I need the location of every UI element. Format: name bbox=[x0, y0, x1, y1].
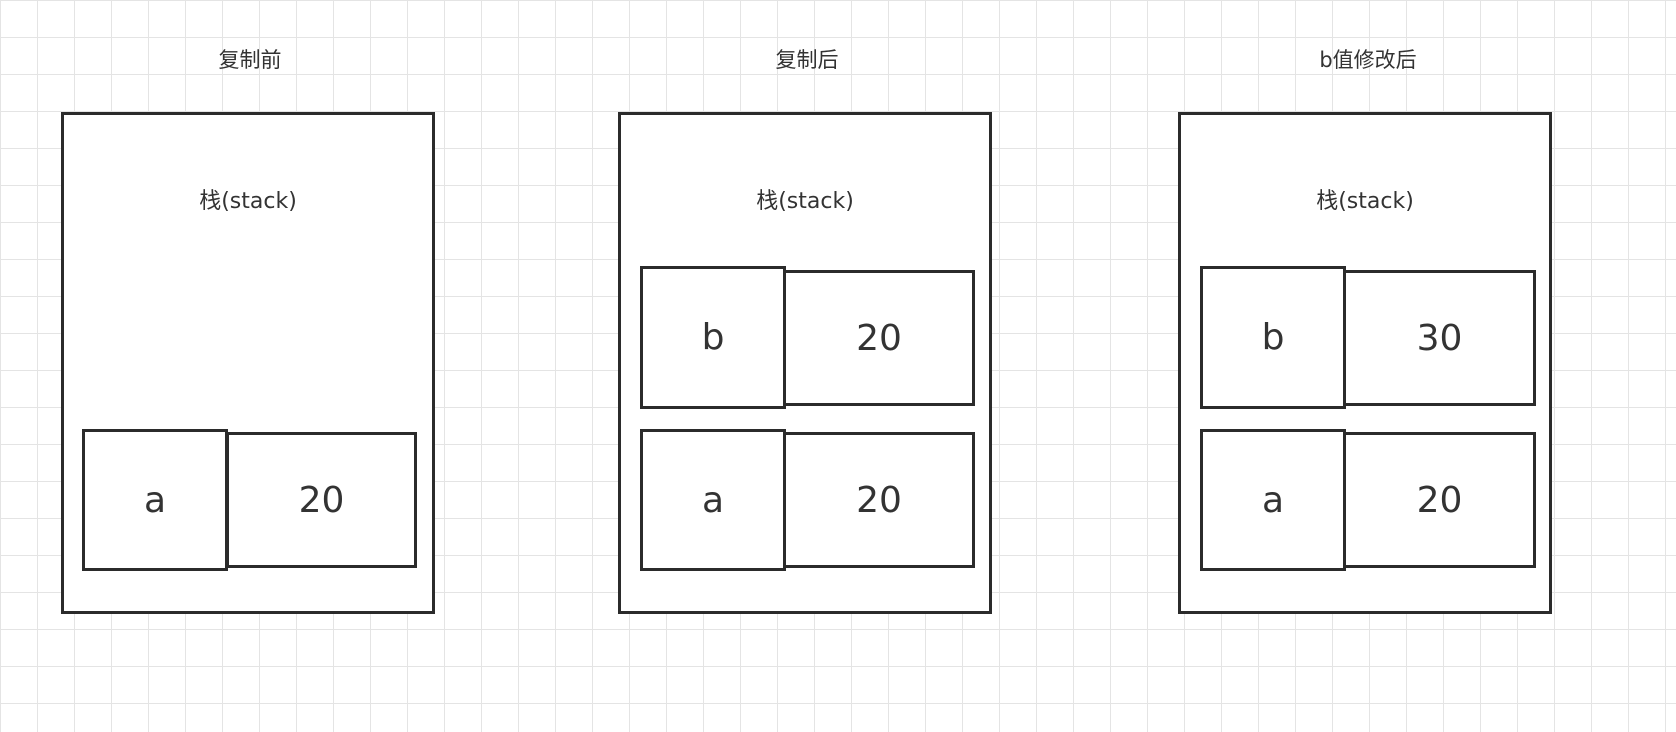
panel-title-after-copy: 复制后 bbox=[775, 48, 839, 72]
panel-title-before-copy: 复制前 bbox=[218, 48, 282, 72]
variable-value-cell-a: 20 bbox=[1343, 432, 1536, 568]
variable-value-cell-b: 20 bbox=[783, 270, 975, 406]
variable-name-cell-a: a bbox=[82, 429, 228, 571]
variable-name-cell-a: a bbox=[640, 429, 786, 571]
panel-title-after-b-modified: b值修改后 bbox=[1319, 48, 1417, 72]
variable-name-cell-b: b bbox=[640, 266, 786, 409]
variable-value-cell-b: 30 bbox=[1343, 270, 1536, 406]
stack-label: 栈(stack) bbox=[756, 189, 854, 214]
stack-label: 栈(stack) bbox=[199, 189, 297, 214]
stack-label: 栈(stack) bbox=[1316, 189, 1414, 214]
variable-value-cell-a: 20 bbox=[226, 432, 417, 568]
variable-name-cell-b: b bbox=[1200, 266, 1346, 409]
variable-value-cell-a: 20 bbox=[783, 432, 975, 568]
variable-name-cell-a: a bbox=[1200, 429, 1346, 571]
